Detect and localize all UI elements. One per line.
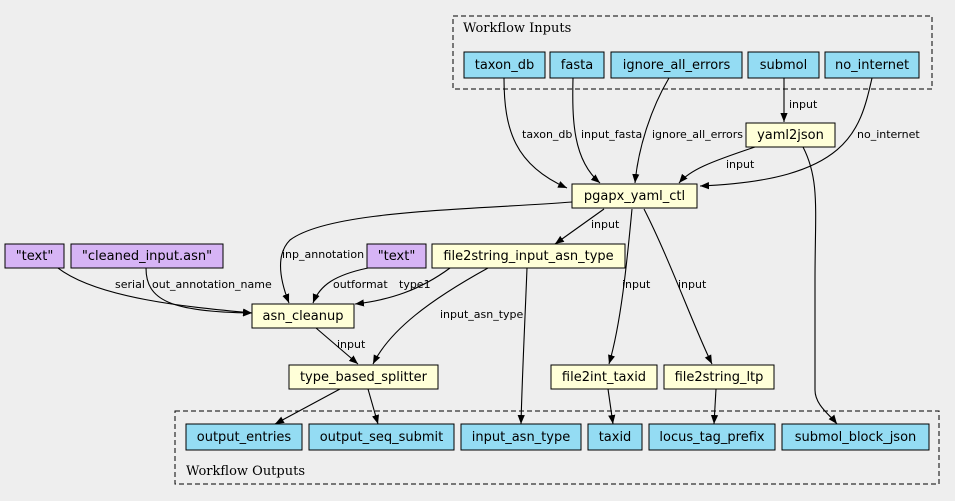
edge-cleaned-asn_cleanup <box>145 267 253 317</box>
edge-label-file2string_ltp-input: input <box>678 278 707 291</box>
edge-file2string-type_based_splitter <box>372 267 489 365</box>
node-fasta[interactable]: fasta <box>549 51 605 79</box>
nodes: taxon_db fasta ignore_all_errors submol … <box>4 51 930 451</box>
node-taxon_db[interactable]: taxon_db <box>463 51 546 79</box>
node-submol_block_json[interactable]: submol_block_json <box>781 423 930 451</box>
node-label-taxid: taxid <box>599 430 632 445</box>
node-yaml2json[interactable]: yaml2json <box>745 122 836 148</box>
edge-label-submol-input: input <box>789 98 818 111</box>
node-output_seq_submit[interactable]: output_seq_submit <box>308 423 455 451</box>
edge-taxon_db <box>503 77 568 189</box>
workflow-outputs-title: Workflow Outputs <box>186 464 305 479</box>
edge-text2-asn_cleanup <box>312 267 369 304</box>
node-file2string_input_asn_type[interactable]: file2string_input_asn_type <box>431 243 626 269</box>
edge-no_internet <box>699 77 873 190</box>
edge-label-type1: type1 <box>399 278 431 291</box>
node-input_asn_type[interactable]: input_asn_type <box>460 423 582 451</box>
edge-label-outformat: outformat <box>333 278 388 291</box>
node-label-file2string_ltp: file2string_ltp <box>675 370 764 385</box>
edge-file2string_ltp-locus_tag_prefix <box>710 388 719 425</box>
node-label-text-const-1: "text" <box>16 249 54 264</box>
edge-pgapx-file2string_input_asn_type <box>554 208 605 245</box>
workflow-outputs-cluster: Workflow Outputs <box>174 410 940 485</box>
node-ignore_all_errors[interactable]: ignore_all_errors <box>610 51 743 79</box>
node-taxid[interactable]: taxid <box>587 423 643 451</box>
edge-yaml2json-pgapx <box>678 146 756 184</box>
edge-pgapx-asn_cleanup <box>279 201 573 304</box>
node-type_based_splitter[interactable]: type_based_splitter <box>288 364 439 390</box>
node-label-text-const-2: "text" <box>378 249 416 264</box>
node-text-const-2[interactable]: "text" <box>366 243 427 269</box>
edge-label-ignore_all_errors: ignore_all_errors <box>652 128 743 141</box>
edge-label-yaml2json-input: input <box>726 158 755 171</box>
edge-file2string-input_asn_type <box>517 267 528 425</box>
node-label-output_seq_submit: output_seq_submit <box>320 430 444 445</box>
node-output_entries[interactable]: output_entries <box>185 423 303 451</box>
edge-splitter-output_seq_submit <box>367 388 379 425</box>
edge-label-no_internet: no_internet <box>857 128 920 141</box>
node-label-file2int_taxid: file2int_taxid <box>562 370 646 385</box>
node-no_internet[interactable]: no_internet <box>824 51 920 79</box>
edge-label-inp_annotation: inp_annotation <box>282 248 364 261</box>
edge-label-taxon_db: taxon_db <box>522 128 572 141</box>
node-label-input_asn_type: input_asn_type <box>472 430 570 445</box>
workflow-inputs-cluster: Workflow Inputs <box>452 15 933 90</box>
node-locus_tag_prefix[interactable]: locus_tag_prefix <box>648 423 776 451</box>
node-label-taxon_db: taxon_db <box>475 58 535 73</box>
edge-label-file2int-input: input <box>622 278 651 291</box>
node-label-pgapx_yaml_ctl: pgapx_yaml_ctl <box>584 189 685 204</box>
edge-yaml2json-submol_block_json <box>802 146 838 425</box>
node-file2int_taxid[interactable]: file2int_taxid <box>550 364 658 390</box>
node-label-no_internet: no_internet <box>835 58 909 73</box>
edge-file2int_taxid-taxid <box>607 388 616 425</box>
edges <box>57 77 873 425</box>
node-label-asn_cleanup: asn_cleanup <box>263 309 344 324</box>
edge-label-out_annotation_name: out_annotation_name <box>152 278 272 291</box>
edge-label-pgapx-input: input <box>591 218 620 231</box>
node-text-const-1[interactable]: "text" <box>4 243 65 269</box>
node-file2string_ltp[interactable]: file2string_ltp <box>663 364 775 390</box>
edge-text1-asn_cleanup <box>57 267 253 316</box>
edge-pgapx-file2int_taxid <box>608 208 633 365</box>
node-submol[interactable]: submol <box>747 51 820 79</box>
edge-label-input_fasta: input_fasta <box>581 128 642 141</box>
edge-asn_cleanup-type_based_splitter <box>315 327 359 365</box>
edge-fasta <box>572 77 601 184</box>
edge-pgapx-file2string_ltp <box>643 208 713 365</box>
node-label-submol: submol <box>760 58 808 73</box>
edge-file2string-asn_cleanup <box>354 267 451 307</box>
edge-ignore_all_errors <box>632 77 670 184</box>
node-label-type_based_splitter: type_based_splitter <box>300 370 428 385</box>
node-pgapx_yaml_ctl[interactable]: pgapx_yaml_ctl <box>571 183 698 209</box>
workflow-inputs-title: Workflow Inputs <box>463 21 571 36</box>
edge-label-input_asn_type: input_asn_type <box>440 308 524 321</box>
node-label-locus_tag_prefix: locus_tag_prefix <box>659 430 765 445</box>
edge-label-asn_cleanup-input: input <box>337 338 366 351</box>
node-label-file2string_input_asn_type: file2string_input_asn_type <box>443 249 613 264</box>
node-label-yaml2json: yaml2json <box>757 128 824 143</box>
edge-label-serial: serial <box>115 278 145 291</box>
node-label-submol_block_json: submol_block_json <box>795 430 917 445</box>
node-label-fasta: fasta <box>561 58 593 73</box>
node-label-cleaned-input-asn: "cleaned_input.asn" <box>82 249 212 264</box>
node-label-ignore_all_errors: ignore_all_errors <box>623 58 731 73</box>
edge-labels: taxon_db input_fasta ignore_all_errors i… <box>115 98 920 351</box>
edge-splitter-output_entries <box>274 388 341 425</box>
node-asn_cleanup[interactable]: asn_cleanup <box>251 303 355 329</box>
node-cleaned-input-asn[interactable]: "cleaned_input.asn" <box>70 243 224 269</box>
node-label-output_entries: output_entries <box>197 430 292 445</box>
